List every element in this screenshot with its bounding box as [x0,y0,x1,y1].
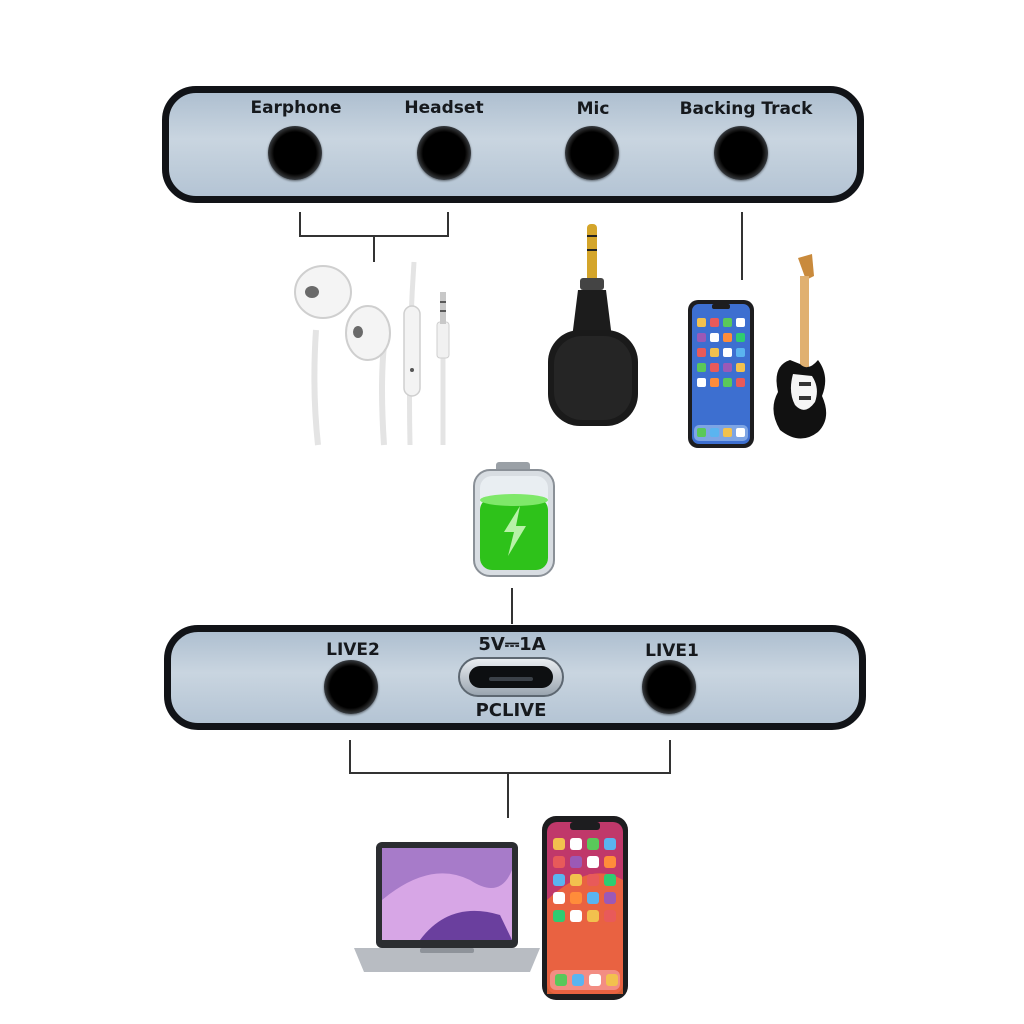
smartphone-icon [688,300,754,448]
smartphone-large-icon [542,816,628,1000]
backing-track-jack[interactable] [714,126,768,180]
usb-c-port-opening [469,666,553,688]
live2-port-label: LIVE2 [326,640,380,660]
electric-guitar-icon [773,254,827,439]
laptop-icon [354,842,540,972]
live2-jack[interactable] [324,660,378,714]
live-ports-bracket [349,740,671,774]
live1-port-label: LIVE1 [645,641,699,661]
live1-jack[interactable] [642,660,696,714]
mic-port-label: Mic [576,99,610,119]
headset-jack[interactable] [417,126,471,180]
usb-port-label: PCLIVE [475,700,547,721]
microphone-icon [548,224,638,426]
backing-track-port-label: Backing Track [679,99,813,119]
earphone-jack[interactable] [268,126,322,180]
headset-port-label: Headset [404,98,484,118]
usb-c-port[interactable] [458,657,564,697]
earphone-port-label: Earphone [250,98,342,118]
power-rating-label: 5V⎓1A [478,634,546,655]
battery-charging-icon [473,462,555,577]
mic-jack[interactable] [565,126,619,180]
earphones-icon [294,261,450,446]
connector-lines [299,212,743,818]
earphone-headset-bracket [299,212,449,237]
